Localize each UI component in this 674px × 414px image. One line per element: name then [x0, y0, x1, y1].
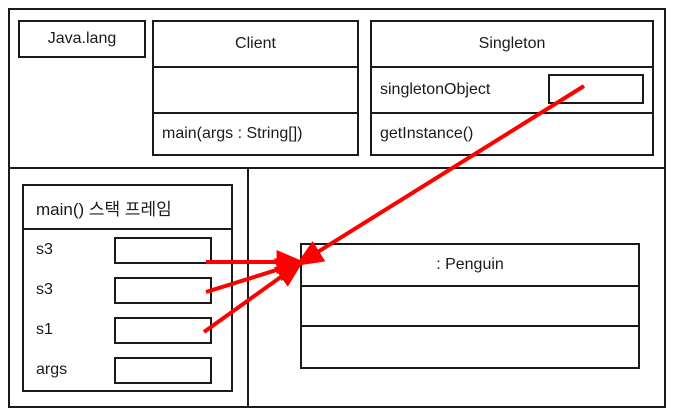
uml-class-client[interactable]: Client main(args : String[]): [152, 20, 359, 156]
singleton-object-reference-slot[interactable]: [548, 74, 644, 104]
client-class-name: Client: [154, 22, 357, 66]
penguin-object-row-2: [302, 285, 638, 325]
section-divider-vertical: [247, 169, 249, 408]
stack-frame-main[interactable]: main() 스택 프레임 s3 s3 s1 args: [22, 184, 233, 392]
section-divider-horizontal: [8, 167, 666, 169]
stack-variable-slot[interactable]: [114, 236, 212, 264]
client-attributes: [154, 66, 357, 112]
uml-class-singleton[interactable]: Singleton singletonObject getInstance(): [370, 20, 654, 156]
stack-variable-row[interactable]: args: [24, 350, 231, 390]
stack-variable-slot[interactable]: [114, 316, 212, 344]
penguin-object-name: : Penguin: [302, 245, 638, 285]
stack-variable-name: s1: [36, 321, 53, 338]
penguin-object-row-3: [302, 325, 638, 367]
stack-variable-name: s3: [36, 281, 53, 298]
stack-frame-variables: s3 s3 s1 args: [24, 230, 231, 390]
stack-frame-title: main() 스택 프레임: [24, 186, 231, 230]
package-box-java-lang[interactable]: Java.lang: [18, 20, 146, 58]
package-label: Java.lang: [47, 30, 117, 47]
singleton-attribute-label: singletonObject: [380, 81, 491, 98]
stack-variable-name: s3: [36, 241, 53, 258]
stack-variable-row[interactable]: s1: [24, 310, 231, 350]
stack-variable-row[interactable]: s3: [24, 230, 231, 270]
stack-variable-row[interactable]: s3: [24, 270, 231, 310]
stack-variable-slot[interactable]: [114, 276, 212, 304]
client-operations: main(args : String[]): [154, 112, 357, 154]
stack-variable-slot[interactable]: [114, 356, 212, 384]
singleton-attribute-row: singletonObject: [372, 66, 652, 112]
heap-object-penguin[interactable]: : Penguin: [300, 243, 640, 369]
stack-variable-name: args: [36, 361, 68, 378]
singleton-class-name: Singleton: [372, 22, 652, 66]
singleton-operations: getInstance(): [372, 112, 652, 154]
